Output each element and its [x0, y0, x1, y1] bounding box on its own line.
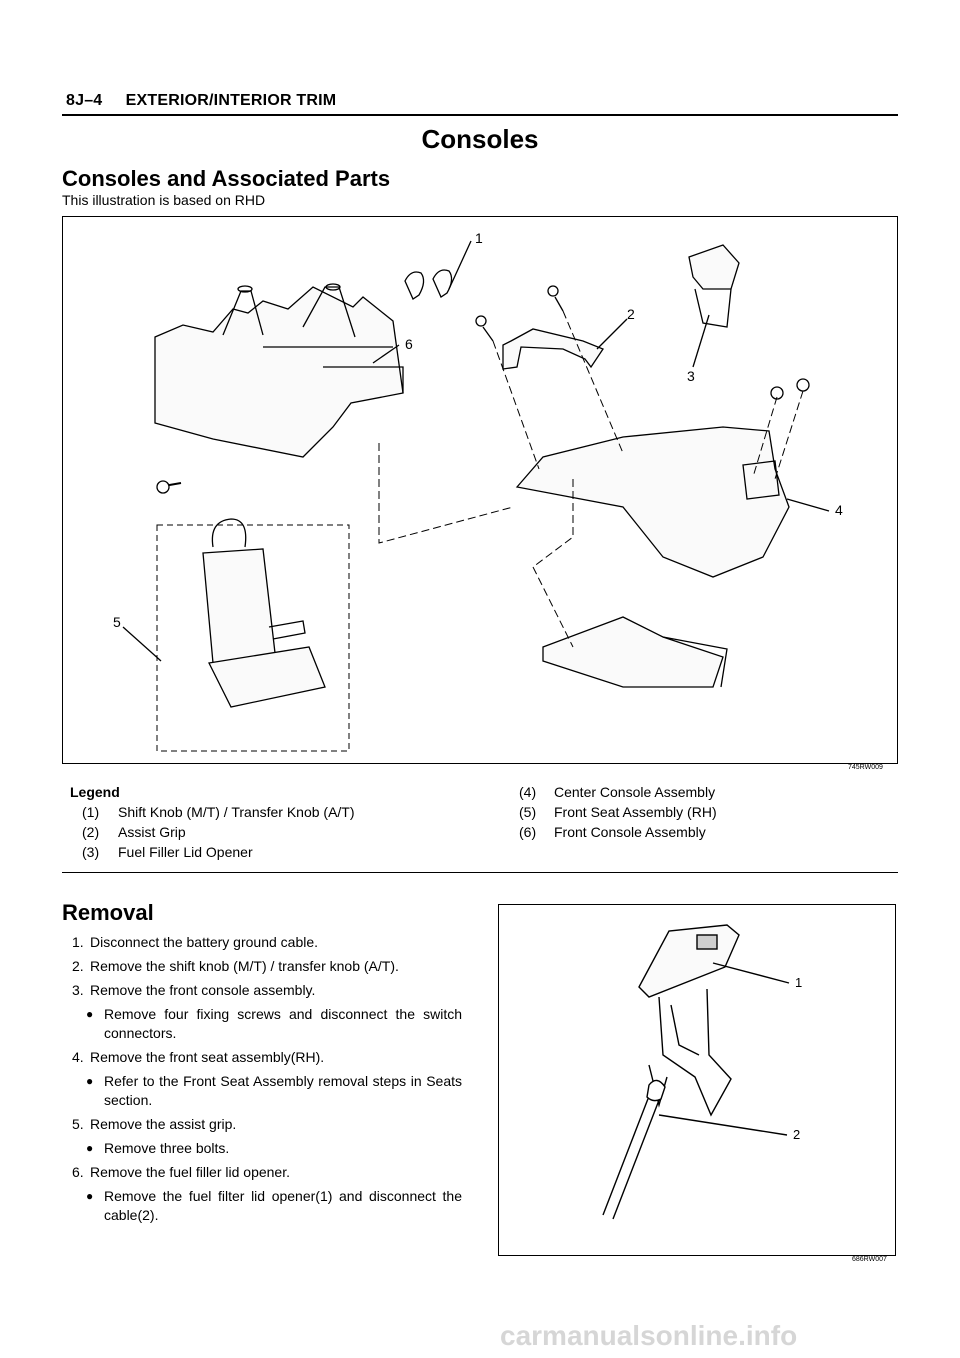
parts-subtitle: This illustration is based on RHD: [62, 192, 266, 208]
legend-item: (6): [519, 824, 537, 840]
bullet-icon: ●: [86, 1141, 94, 1155]
page-title: Consoles: [421, 124, 539, 154]
bullet-icon: ●: [86, 1074, 94, 1088]
legend-item-text: Center Console Assembly: [554, 784, 716, 800]
legend-item: (4): [519, 784, 537, 800]
legend-item-text: Fuel Filler Lid Opener: [118, 844, 253, 860]
bullet-icon: ●: [86, 1007, 94, 1021]
step-3: 3.Remove the front console assembly.: [72, 982, 316, 998]
callout-2: 2: [627, 306, 635, 322]
legend-item: (2): [82, 824, 100, 840]
header-rule: [62, 114, 898, 116]
callout-5: 5: [113, 614, 121, 630]
section-divider: [62, 872, 898, 873]
step-3-substep: ●Remove four fixing screws and disconnec…: [86, 1006, 462, 1041]
step-2: 2.Remove the shift knob (M/T) / transfer…: [72, 958, 399, 974]
opener-callout-2: 2: [793, 1127, 800, 1142]
step-4: 4.Remove the front seat assembly(RH).: [72, 1049, 325, 1065]
bullet-icon: ●: [86, 1189, 94, 1203]
step-6: 6.Remove the fuel filler lid opener.: [72, 1164, 290, 1180]
opener-figure-code: 686RW007: [852, 1256, 887, 1263]
section-title: EXTERIOR/INTERIOR TRIM: [125, 92, 337, 109]
legend-item: (5): [519, 804, 537, 820]
legend-item: (1): [82, 804, 100, 820]
legend-title: Legend: [70, 784, 120, 800]
opener-drawing: 1 2: [602, 924, 802, 1220]
step-6-substep: ●Remove the fuel filter lid opener(1) an…: [86, 1188, 462, 1223]
parts-heading: Consoles and Associated Parts: [62, 166, 391, 191]
opener-callout-1: 1: [795, 975, 802, 990]
removal-heading: Removal: [62, 900, 154, 925]
figure-code: 745RW009: [848, 764, 883, 771]
exploded-view-drawing: 1 2 3 4 5 6: [113, 230, 843, 752]
step-5-substep: ●Remove three bolts.: [86, 1140, 230, 1156]
removal-steps: 1.Disconnect the battery ground cable. 2…: [72, 933, 462, 1230]
callout-4: 4: [835, 502, 843, 518]
legend-item-text: Shift Knob (M/T) / Transfer Knob (A/T): [118, 804, 355, 820]
step-4-substep: ●Refer to the Front Seat Assembly remova…: [86, 1073, 462, 1108]
callout-1: 1: [475, 230, 483, 246]
legend: Legend (1) Shift Knob (M/T) / Transfer K…: [0, 782, 960, 868]
opener-illustration: 1 2: [498, 904, 896, 1256]
callout-3: 3: [687, 368, 695, 384]
legend-item-text: Front Seat Assembly (RH): [554, 804, 717, 820]
page-header: 8J–4 EXTERIOR/INTERIOR TRIM: [66, 92, 336, 110]
legend-item-text: Assist Grip: [118, 824, 186, 840]
legend-item-text: Front Console Assembly: [554, 824, 706, 840]
step-1: 1.Disconnect the battery ground cable.: [72, 934, 319, 950]
callout-6: 6: [405, 336, 413, 352]
watermark: carmanualsonline.info: [500, 1320, 798, 1351]
legend-item: (3): [82, 844, 100, 860]
step-5: 5.Remove the assist grip.: [72, 1116, 237, 1132]
parts-illustration: 1 2 3 4 5 6: [62, 216, 898, 764]
page-number: 8J–4: [66, 92, 103, 109]
